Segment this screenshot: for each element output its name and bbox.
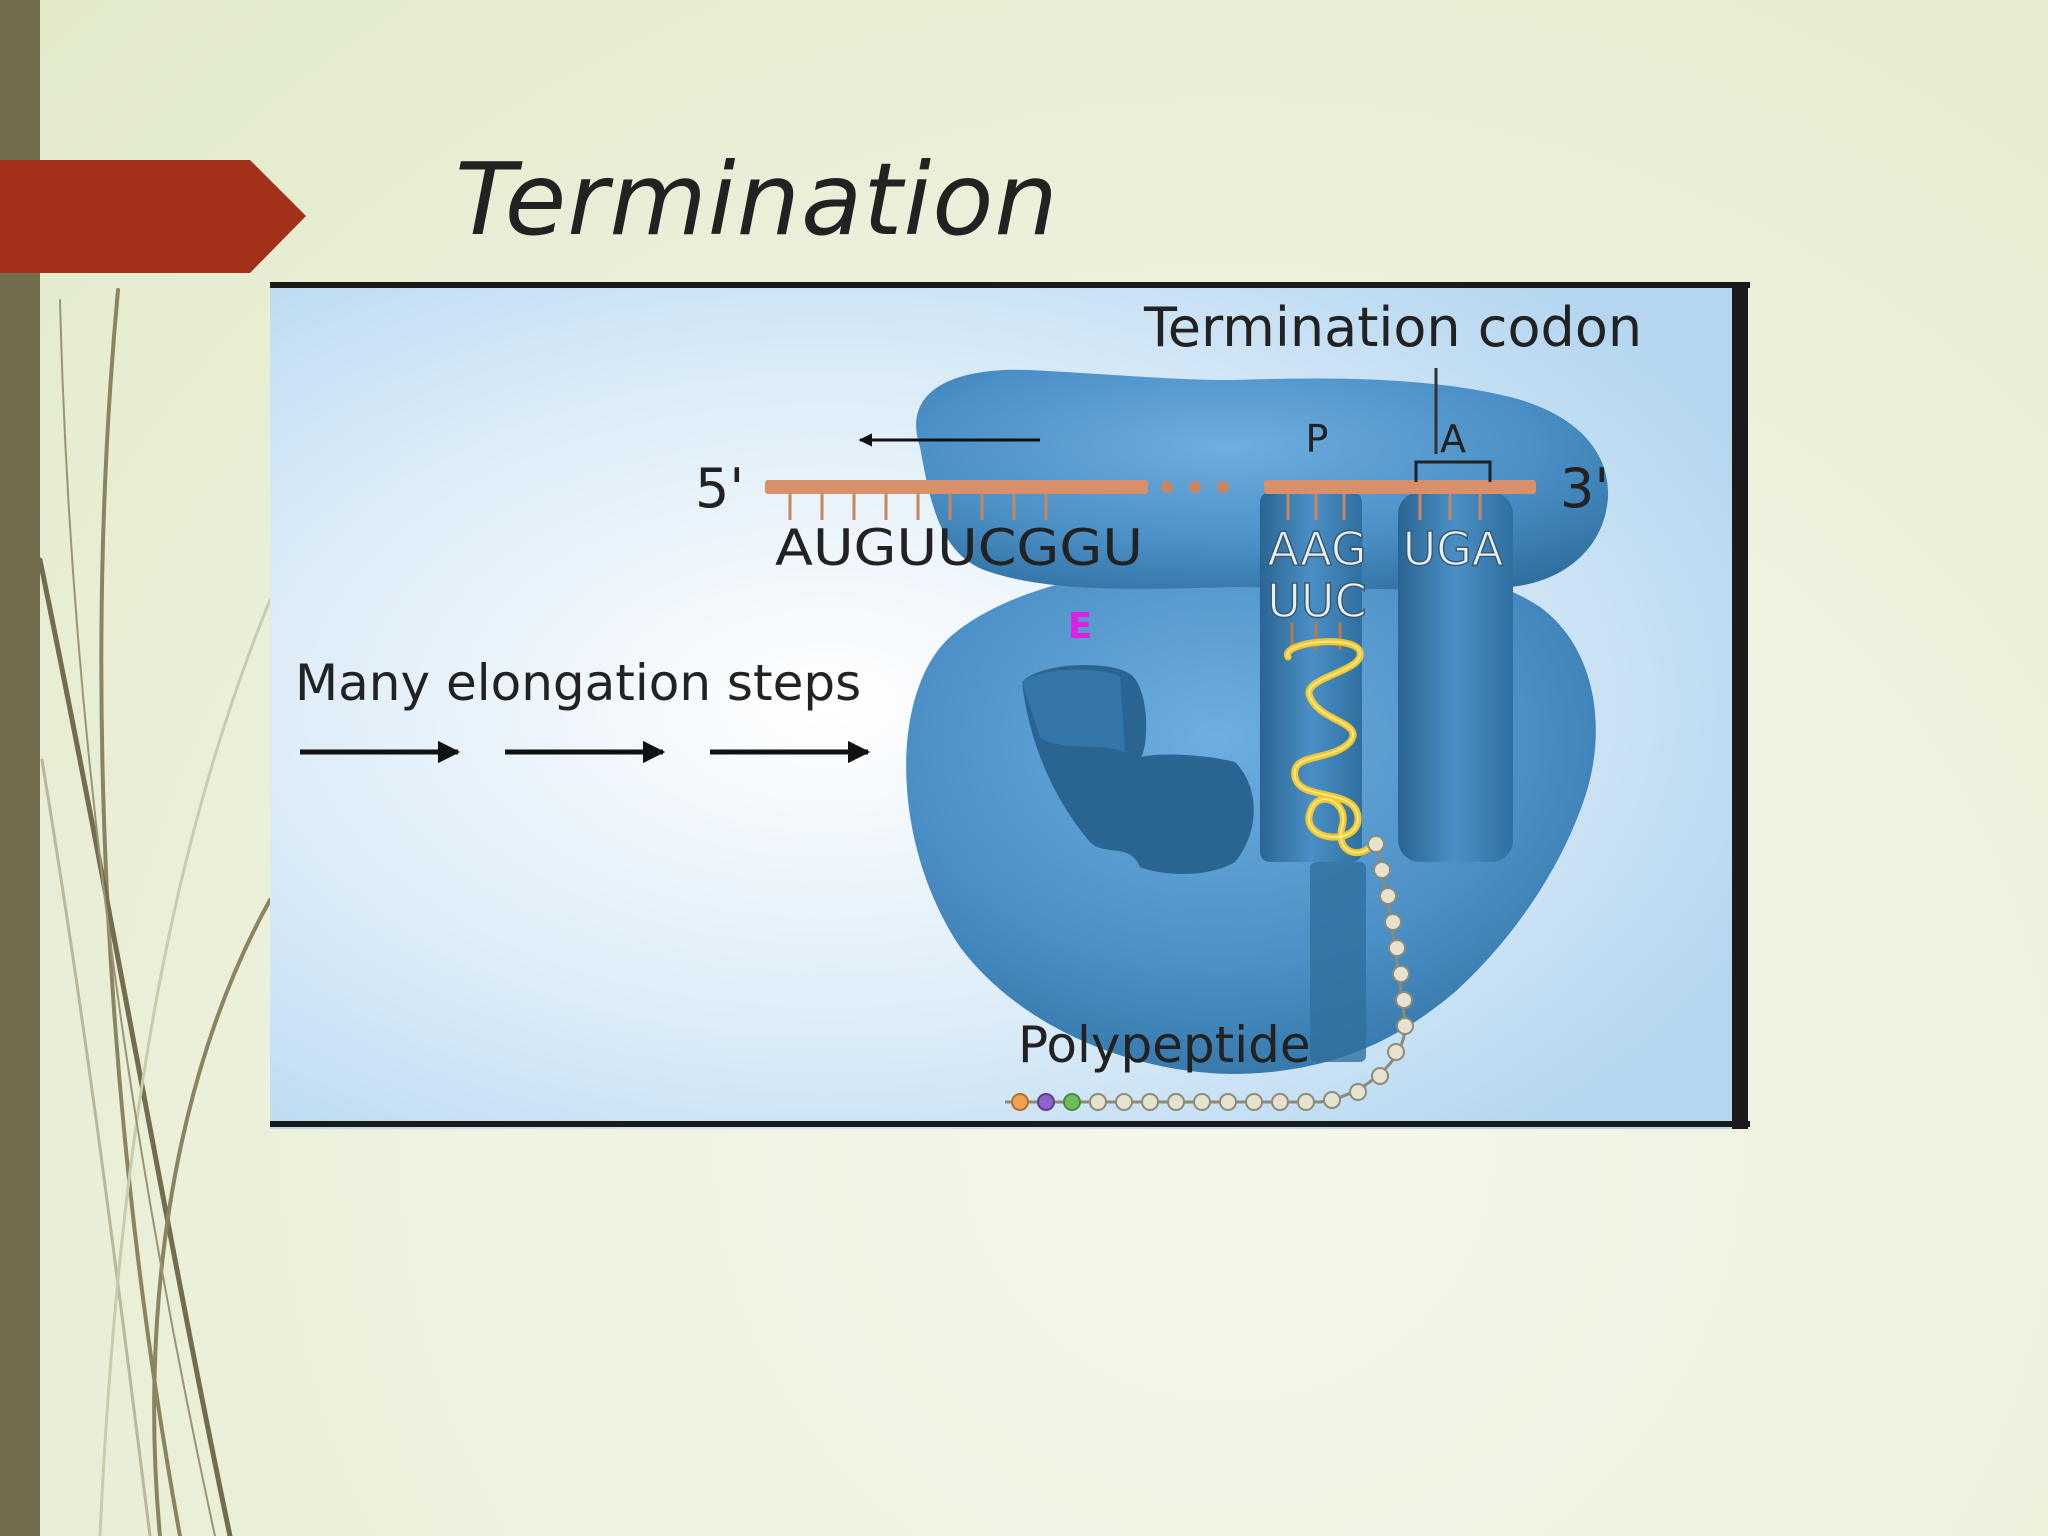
exit-tunnel bbox=[1310, 862, 1366, 1062]
termination-codon-label: Termination codon bbox=[1143, 296, 1642, 359]
mrna-ellipsis-dots bbox=[1161, 481, 1229, 493]
polypeptide-chain bbox=[1005, 835, 1414, 1111]
figure-border-bottom bbox=[270, 1121, 1750, 1127]
p-site-label: P bbox=[1306, 417, 1329, 461]
ribosome-termination-figure: Termination codon 5' 3' P A E AUGUUCGGU … bbox=[270, 282, 1750, 1129]
a-site-channel bbox=[1398, 492, 1513, 862]
elongation-steps-label: Many elongation steps bbox=[295, 654, 861, 712]
three-prime-label: 3' bbox=[1560, 457, 1609, 520]
mrna-codon-sequence: AUGUUCGGU bbox=[775, 519, 1143, 577]
stop-codon-label: UGA bbox=[1403, 522, 1504, 576]
p-site-anticodon: UUC bbox=[1267, 574, 1366, 628]
title-accent-arrow bbox=[0, 160, 306, 273]
figure-border-top bbox=[270, 282, 1750, 288]
mrna-teeth bbox=[788, 494, 1482, 520]
figure-border-right bbox=[1732, 282, 1748, 1129]
mrna-strand-left bbox=[765, 480, 1148, 494]
slide-title: Termination bbox=[455, 141, 1059, 258]
p-site-channel bbox=[1260, 492, 1362, 862]
polypeptide-label: Polypeptide bbox=[1018, 1016, 1311, 1074]
e-site-label: E bbox=[1068, 606, 1093, 647]
mrna-strand-right bbox=[1264, 480, 1536, 494]
e-site-pocket-front bbox=[1022, 669, 1125, 752]
a-site-label: A bbox=[1440, 417, 1466, 461]
a-site-bracket bbox=[1414, 460, 1492, 482]
five-prime-label: 5' bbox=[695, 457, 744, 520]
p-site-codon: AAG bbox=[1267, 522, 1366, 576]
